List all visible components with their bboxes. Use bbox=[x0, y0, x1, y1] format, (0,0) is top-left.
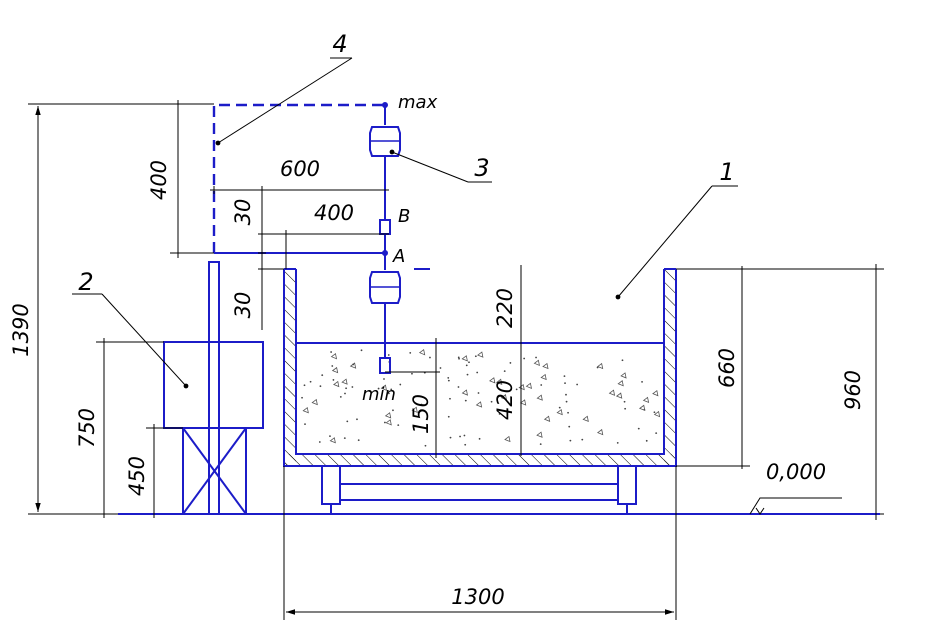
elevation-0000: 0,000 bbox=[766, 460, 826, 484]
label-min: min bbox=[362, 384, 396, 405]
dim-220: 220 bbox=[493, 288, 517, 328]
callout-2: 2 bbox=[78, 268, 93, 296]
dim-600: 600 bbox=[280, 157, 320, 181]
callout-4: 4 bbox=[332, 30, 347, 58]
dim-1300: 1300 bbox=[451, 585, 504, 609]
dim-30-lower: 30 bbox=[231, 292, 255, 319]
label-max: max bbox=[398, 92, 438, 113]
callout-1: 1 bbox=[719, 158, 734, 186]
dim-150: 150 bbox=[409, 394, 433, 434]
dim-1390: 1390 bbox=[9, 303, 33, 356]
dim-420: 420 bbox=[493, 380, 517, 420]
dim-30-upper: 30 bbox=[231, 199, 255, 226]
callout-3: 3 bbox=[474, 154, 489, 182]
dim-750: 750 bbox=[75, 408, 99, 448]
dim-400-vertical: 400 bbox=[147, 160, 171, 200]
label-a: A bbox=[392, 246, 405, 267]
tank bbox=[283, 268, 677, 514]
label-b: B bbox=[398, 206, 410, 227]
dim-660: 660 bbox=[715, 348, 739, 388]
pump-unit bbox=[163, 261, 264, 515]
float-switch bbox=[369, 102, 401, 374]
dashed-pipe bbox=[212, 103, 385, 253]
dim-960: 960 bbox=[841, 370, 865, 410]
dim-400-horizontal: 400 bbox=[314, 201, 354, 225]
liquid-speckle bbox=[301, 348, 661, 447]
dim-450: 450 bbox=[125, 456, 149, 496]
